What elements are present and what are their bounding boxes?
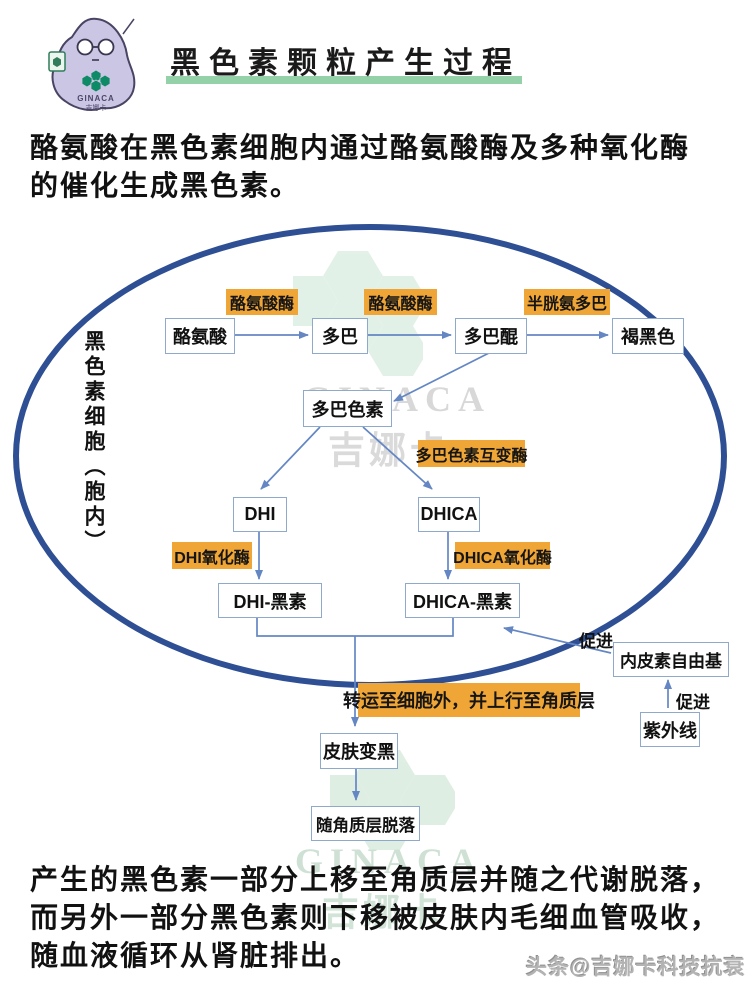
mascot-antenna: [122, 18, 135, 35]
node-uv: 紫外线: [640, 712, 700, 747]
node-dopachrome: 多巴色素: [303, 390, 392, 427]
logo-brand-cn-text: 吉娜卡: [86, 103, 107, 112]
node-shed-with-keratin: 随角质层脱落: [311, 806, 420, 841]
enzyme-label-dopachrome-tautomerase: 多巴色素互变酶: [416, 440, 528, 467]
intro-line-1: 酪氨酸在黑色素细胞内通过酪氨酸酶及多种氧化酶: [30, 133, 691, 164]
node-brown-melanin: 褐黑色: [612, 318, 684, 354]
enzyme-label-tyrosinase-1: 酪氨酸酶: [226, 289, 298, 315]
mascot-body: [51, 17, 136, 111]
node-endothelin-radical: 内皮素自由基: [613, 642, 729, 677]
node-dhi-melanin: DHI-黑素: [218, 583, 322, 618]
logo-hexflower-icon: [81, 69, 111, 93]
enzyme-label-tyrosinase-2: 酪氨酸酶: [364, 289, 437, 315]
credit-watermark: 头条@吉娜卡科技抗衰: [526, 956, 746, 979]
outro-line-2: 而另外一部分黑色素则下移被皮肤内毛细血管吸收，: [30, 903, 721, 935]
enzyme-label-cysteinyl-dopa: 半胱氨多巴: [524, 289, 610, 315]
outro-line-3: 随血液循环从肾脏排出。: [30, 941, 361, 973]
title-underline: [166, 76, 522, 84]
enzyme-label-dhi-oxidase: DHI氧化酶: [172, 542, 252, 569]
node-dopa: 多巴: [312, 318, 368, 354]
outro-paragraph: 产生的黑色素一部分上移至角质层并随之代谢脱落， 而另外一部分黑色素则下移被皮肤内…: [30, 862, 735, 976]
outro-line-1: 产生的黑色素一部分上移至角质层并随之代谢脱落，: [30, 865, 721, 896]
intro-line-2: 的催化生成黑色素。: [30, 171, 301, 203]
intro-paragraph: 酪氨酸在黑色素细胞内通过酪氨酸酶及多种氧化酶 的催化生成黑色素。: [30, 130, 735, 206]
promote-label-lower: 促进: [676, 693, 710, 712]
node-skin-darkening: 皮肤变黑: [320, 733, 398, 769]
ginaca-mascot-logo: GINACA 吉娜卡: [48, 17, 136, 112]
enzyme-label-dhica-oxidase: DHICA氧化酶: [453, 542, 552, 569]
node-dhi: DHI: [233, 497, 287, 532]
transport-label: 转运至细胞外，并上行至角质层: [343, 683, 595, 717]
node-dhica: DHICA: [418, 497, 480, 532]
mascot-glasses-left: [76, 38, 94, 56]
page-title: 黑色素颗粒产生过程: [170, 47, 521, 80]
node-tyrosine: 酪氨酸: [165, 318, 235, 354]
node-dopaquinone: 多巴醌: [455, 318, 527, 354]
melanocyte-cell-label: 黑色素细胞（胞内）: [82, 330, 105, 555]
mascot-glasses-right: [97, 38, 115, 56]
promote-label-upper: 促进: [579, 632, 613, 651]
node-dhica-melanin: DHICA-黑素: [405, 583, 520, 618]
logo-brand-text: GINACA: [77, 94, 115, 103]
